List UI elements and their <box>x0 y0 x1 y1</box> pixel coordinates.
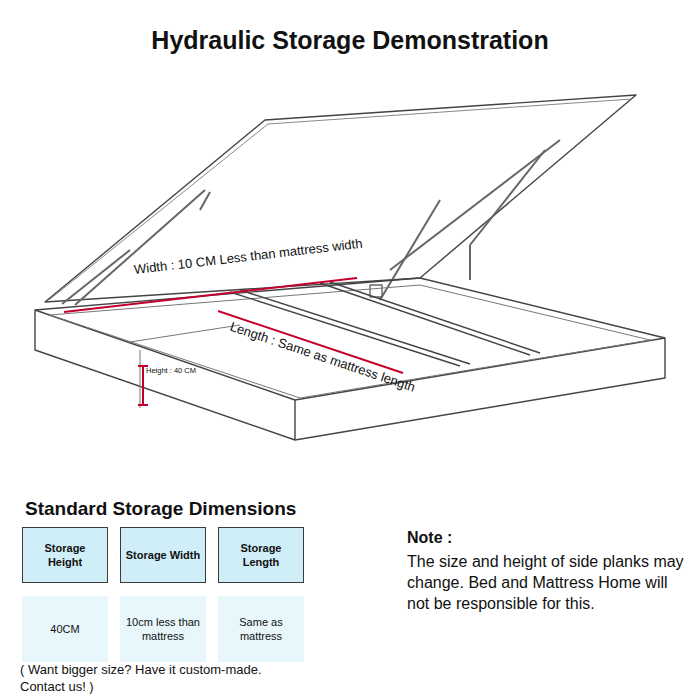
length-dimension-line <box>218 311 403 373</box>
note-text: The size and height of side planks may c… <box>407 552 692 614</box>
cell-text: Same as mattress <box>218 615 304 644</box>
table-cell: 10cm less than mattress <box>120 596 206 662</box>
table-header-cell: Storage Length <box>218 527 304 583</box>
cell-text: Storage Height <box>23 541 107 570</box>
width-dimension-line <box>64 278 357 312</box>
cell-text: 10cm less than mattress <box>120 615 206 644</box>
height-dimension-line <box>142 366 144 405</box>
table-cell: Same as mattress <box>218 596 304 662</box>
footnote: ( Want bigger size? Have it custom-made.… <box>20 661 290 696</box>
cell-text: Storage Length <box>219 541 303 570</box>
cell-text: Storage Width <box>122 548 204 562</box>
table-header-cell: Storage Height <box>22 527 108 583</box>
diagram-title: Hydraulic Storage Demonstration <box>0 26 700 55</box>
cell-text: 40CM <box>46 622 83 636</box>
table-header-cell: Storage Width <box>120 527 206 583</box>
table-heading: Standard Storage Dimensions <box>25 498 325 521</box>
table-cell: 40CM <box>22 596 108 662</box>
note-heading: Note : <box>407 528 607 547</box>
dimension-label: Height : 40 CM <box>146 366 206 375</box>
lid <box>45 95 636 302</box>
bed-base <box>35 310 665 440</box>
